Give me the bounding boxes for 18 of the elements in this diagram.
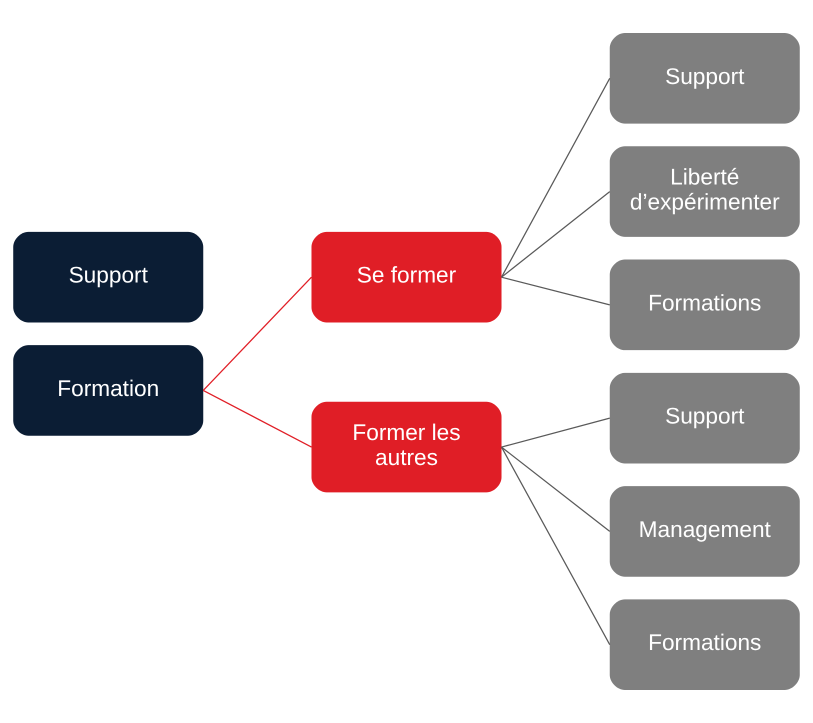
node-box: Liberté d’expérimenter [610,146,800,237]
node-box: Support [610,372,800,464]
connector [202,390,312,448]
connector [501,418,610,448]
connector [501,191,610,278]
node-box: Support [610,33,800,124]
node-box: Former les autres [311,402,502,492]
connector [501,446,610,532]
node-box: Formations [610,599,800,690]
node-box: Formation [13,345,204,436]
connector [500,446,610,645]
connector [202,276,312,391]
connector [501,276,610,306]
node-box: Support [13,232,204,322]
node-box: Management [610,486,800,577]
node-box: Se former [311,232,502,322]
node-box: Formations [610,260,800,350]
connector [500,78,610,278]
